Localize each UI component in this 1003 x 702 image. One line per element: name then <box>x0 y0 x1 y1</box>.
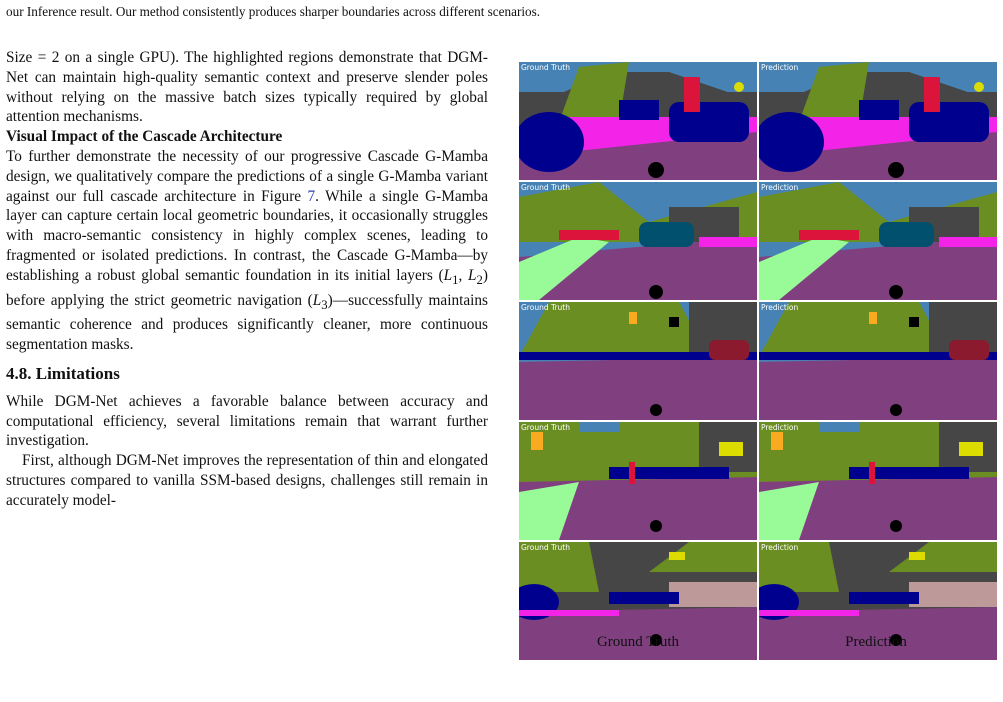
panel-label: Prediction <box>761 303 799 312</box>
segmentation-map <box>519 182 757 300</box>
prediction-panel: Prediction <box>759 62 997 180</box>
figure-column-captions: Ground Truth Prediction <box>519 634 997 651</box>
left-column: Size = 2 on a single GPU). The highlight… <box>6 48 488 511</box>
segmentation-map <box>519 302 757 420</box>
prediction-panel: Prediction <box>759 422 997 540</box>
panel-label: Ground Truth <box>521 63 570 72</box>
segmentation-map <box>759 542 997 660</box>
segmentation-map <box>519 422 757 540</box>
panel-label: Prediction <box>761 63 799 72</box>
figure-row-1: Ground Truth Prediction <box>519 62 997 180</box>
ground-truth-panel: Ground Truth <box>519 422 757 540</box>
segmentation-map <box>519 62 757 180</box>
segmentation-map <box>759 302 997 420</box>
figure-row-3: Ground Truth Prediction <box>519 302 997 420</box>
caption-ground-truth: Ground Truth <box>596 634 680 650</box>
figure-row-5: Ground Truth Prediction <box>519 542 997 660</box>
panel-label: Prediction <box>761 543 799 552</box>
panel-label: Prediction <box>761 183 799 192</box>
section-heading-limitations: 4.8. Limitations <box>6 364 120 384</box>
prediction-panel: Prediction <box>759 182 997 300</box>
segmentation-map <box>759 422 997 540</box>
figure-caption-previous: our Inference result. Our method consist… <box>6 4 541 19</box>
paragraph-limitations-intro: While DGM-Net achieves a favorable balan… <box>6 392 488 450</box>
panel-label: Ground Truth <box>521 303 570 312</box>
prediction-panel: Prediction <box>759 302 997 420</box>
paragraph-limitations-first: First, although DGM-Net improves the rep… <box>6 452 488 509</box>
segmentation-figure: Ground Truth Prediction <box>519 62 997 662</box>
ground-truth-panel: Ground Truth <box>519 62 757 180</box>
segmentation-map <box>759 182 997 300</box>
caption-prediction: Prediction <box>845 634 907 650</box>
figure-reference-link[interactable]: 7 <box>307 187 316 205</box>
paragraph-batch-size: Size = 2 on a single GPU). The highlight… <box>6 49 488 126</box>
ground-truth-panel: Ground Truth <box>519 542 757 660</box>
segmentation-map <box>759 62 997 180</box>
panel-label: Ground Truth <box>521 543 570 552</box>
paragraph-cascade: To further demonstrate the necessity of … <box>6 147 489 354</box>
ground-truth-panel: Ground Truth <box>519 182 757 300</box>
figure-row-4: Ground Truth Prediction <box>519 422 997 540</box>
subheading-cascade: Visual Impact of the Cascade Architectur… <box>6 128 283 146</box>
segmentation-map <box>519 542 757 660</box>
panel-label: Ground Truth <box>521 183 570 192</box>
panel-label: Ground Truth <box>521 423 570 432</box>
prediction-panel: Prediction <box>759 542 997 660</box>
panel-label: Prediction <box>761 423 799 432</box>
ground-truth-panel: Ground Truth <box>519 302 757 420</box>
figure-row-2: Ground Truth Prediction <box>519 182 997 300</box>
